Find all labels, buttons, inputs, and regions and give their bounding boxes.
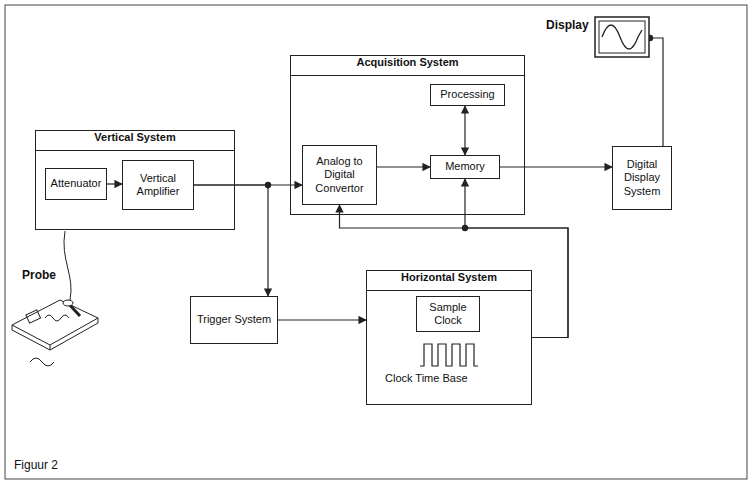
system-group: Sample Clock Horizontal System [366,270,532,405]
signal-connector [278,319,366,320]
process-box: Memory [430,155,500,179]
screen-bezel [595,17,649,57]
signal-connector [340,205,569,338]
group-title: Acquisition System [291,56,524,76]
probe-illustration [12,231,98,366]
probe-cable [64,231,71,300]
box-label: Vertical Amplifier [127,172,189,198]
box-label: Digital Display System [617,158,667,198]
signal-connector [500,166,612,167]
part-label: Probe [22,268,56,282]
signal-connector [464,106,465,155]
process-box: Processing [430,84,505,106]
box-label: Processing [440,88,494,101]
junction-dot [462,225,468,231]
system-group: ProcessingAnalog to Digital Convertor Mem… [290,55,525,215]
chip [26,310,41,323]
signal-connector [107,183,122,184]
process-box: Digital Display System [612,146,672,210]
figure-frame [5,5,747,479]
process-box: Vertical Amplifier [122,160,194,210]
box-label: Memory [445,160,485,173]
signal-connector [377,166,430,167]
box-label: Attenuator [51,177,102,190]
clock-waveform [420,344,478,366]
board-edge [12,318,98,350]
screen-icon [594,16,650,58]
signal-connector [465,179,568,338]
screen-trace [602,25,642,49]
junction-dot [265,182,271,188]
signal-label: Clock Time Base [385,372,468,384]
screen-area [599,21,645,53]
box-label: Trigger System [197,313,271,326]
circuit-board [12,300,98,345]
system-group: Attenuator Vertical Amplifier Vertical Sys… [35,130,235,230]
signal-connector [194,185,268,296]
figure-caption: Figuur 2 [14,458,58,472]
process-box: Trigger System [190,296,278,344]
display-label: Display [546,18,589,32]
probe-head [63,300,73,306]
box-label: Sample Clock [421,301,475,327]
process-box: Sample Clock [416,296,480,332]
signal-connector [650,38,663,146]
process-box: Analog to Digital Convertor [302,145,377,205]
group-title: Vertical System [36,131,234,151]
signal-wave [30,358,54,366]
box-label: Analog to Digital Convertor [307,155,372,195]
display-screen: Display [546,14,650,62]
group-title: Horizontal System [367,271,531,291]
component [45,315,69,321]
process-box: Attenuator [45,168,107,200]
clock-pulses [420,344,478,366]
